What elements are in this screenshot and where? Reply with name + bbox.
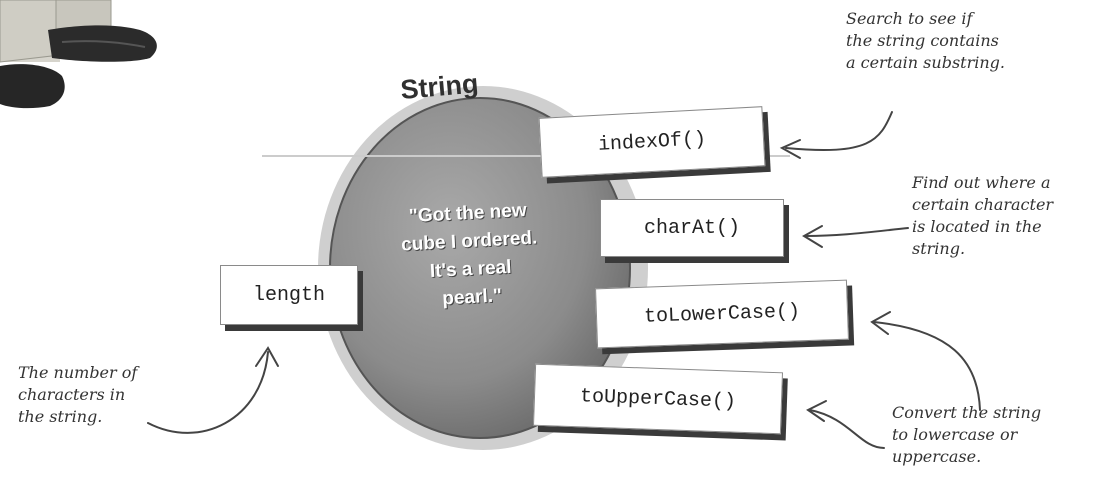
note-charat: Find out where a certain character is lo…	[912, 173, 1054, 258]
note-length: The number of characters in the string.	[18, 363, 138, 426]
object-quote: "Got the new cube I ordered. It's a real…	[400, 199, 538, 310]
method-card-charat: charAt()	[600, 199, 784, 257]
character-feet-illustration	[0, 0, 157, 109]
arrow-tolowercase	[870, 311, 981, 411]
note-case: Convert the string to lowercase or upper…	[892, 403, 1042, 466]
method-card-touppercase: toUpperCase()	[532, 363, 784, 435]
arrow-indexof	[779, 111, 893, 159]
arrow-length	[147, 346, 279, 434]
arrow-charat	[802, 225, 909, 248]
method-card-tolowercase: toLowerCase()	[595, 279, 849, 349]
method-card-indexof: indexOf()	[538, 106, 766, 178]
method-card-length: length	[220, 265, 358, 325]
arrow-touppercase	[806, 400, 885, 449]
note-indexof: Search to see if the string contains a c…	[846, 9, 1005, 72]
